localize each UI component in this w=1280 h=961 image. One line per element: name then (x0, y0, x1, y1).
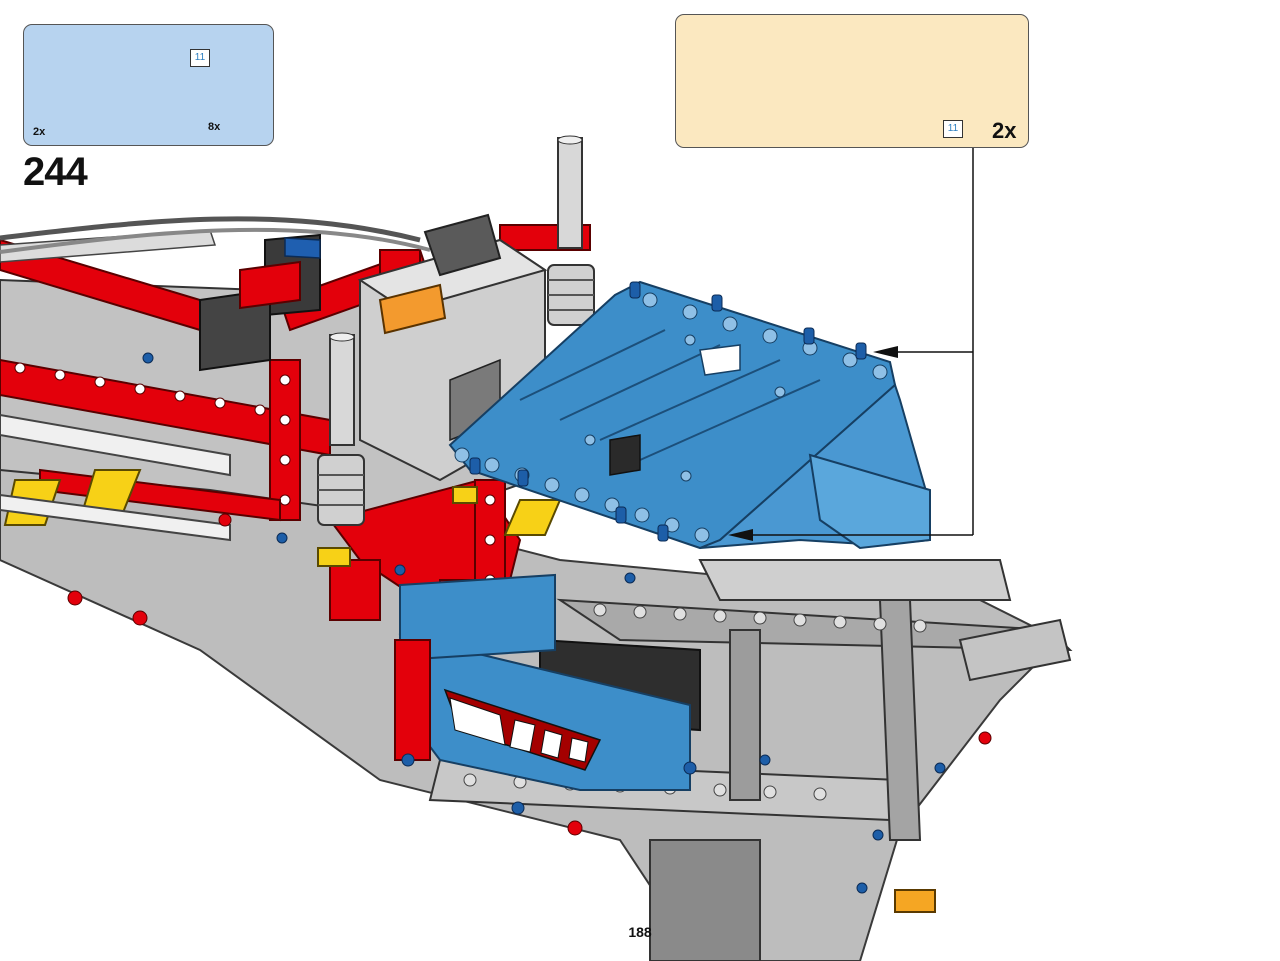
shock-absorbers (317, 135, 595, 526)
arrow-upper-icon (873, 346, 898, 358)
blue-side-panel (394, 573, 691, 791)
arrow-lower-icon (728, 529, 753, 541)
axles (0, 216, 431, 542)
callout-connector (728, 148, 974, 541)
subassembly-multiplier: 2x (992, 118, 1017, 143)
battery-box (199, 213, 548, 482)
step-number: 244 (23, 150, 88, 194)
parts-list-box: 11 2x 8x (23, 24, 274, 146)
yellow-parts (3, 469, 936, 913)
subassembly-length-tag: 11 (943, 120, 963, 138)
pin-quantity: 8x (208, 121, 221, 133)
blue-platform-assembly (448, 280, 931, 550)
pins (67, 352, 992, 894)
subassembly-callout: 11 2x (675, 14, 1029, 148)
page-number: 188 (628, 924, 652, 940)
beam-quantity: 2x (33, 126, 46, 138)
beam-length-tag: 11 (190, 49, 210, 67)
